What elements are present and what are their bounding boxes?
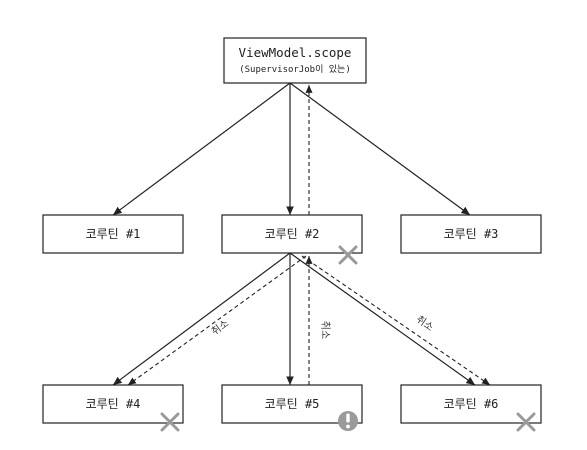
exception-icon bbox=[338, 411, 358, 431]
coroutine-node-6: 코루틴 #6 bbox=[400, 384, 542, 424]
coroutine-label-6: 코루틴 #6 bbox=[444, 397, 499, 411]
coroutine-node-4: 코루틴 #4 bbox=[42, 384, 184, 424]
coroutine-label-2: 코루틴 #2 bbox=[265, 227, 320, 241]
edge-label-cancel-c4: 취소 bbox=[209, 317, 231, 338]
edge-c2-to-c4 bbox=[112, 252, 291, 386]
root-scope-title: ViewModel.scope bbox=[239, 45, 352, 60]
coroutine-label-1: 코루틴 #1 bbox=[86, 227, 141, 241]
edge-c2-to-c6 bbox=[289, 252, 476, 386]
coroutine-label-3: 코루틴 #3 bbox=[444, 227, 499, 241]
root-scope-node: ViewModel.scope (SupervisorJob이 있는) bbox=[223, 37, 367, 84]
coroutine-node-1: 코루틴 #1 bbox=[42, 214, 184, 254]
edge-root-to-c3 bbox=[289, 82, 471, 216]
edge-cancel-c2-to-c6 bbox=[301, 255, 491, 386]
edge-cancel-c2-to-c4 bbox=[127, 255, 307, 386]
edge-root-to-c1 bbox=[112, 82, 291, 216]
coroutine-label-4: 코루틴 #4 bbox=[86, 397, 141, 411]
coroutine-node-5: 코루틴 #5 bbox=[221, 384, 363, 424]
root-scope-subtitle: (SupervisorJob이 있는) bbox=[239, 63, 351, 75]
edge-label-cancel-c6: 취소 bbox=[414, 313, 436, 333]
cancel-x-icon bbox=[516, 412, 536, 432]
cancel-x-icon bbox=[160, 412, 180, 432]
coroutine-node-3: 코루틴 #3 bbox=[400, 214, 542, 254]
cancel-x-icon bbox=[338, 245, 358, 265]
coroutine-label-5: 코루틴 #5 bbox=[265, 397, 320, 411]
edge-label-cancel-c5: 취소 bbox=[319, 321, 331, 339]
